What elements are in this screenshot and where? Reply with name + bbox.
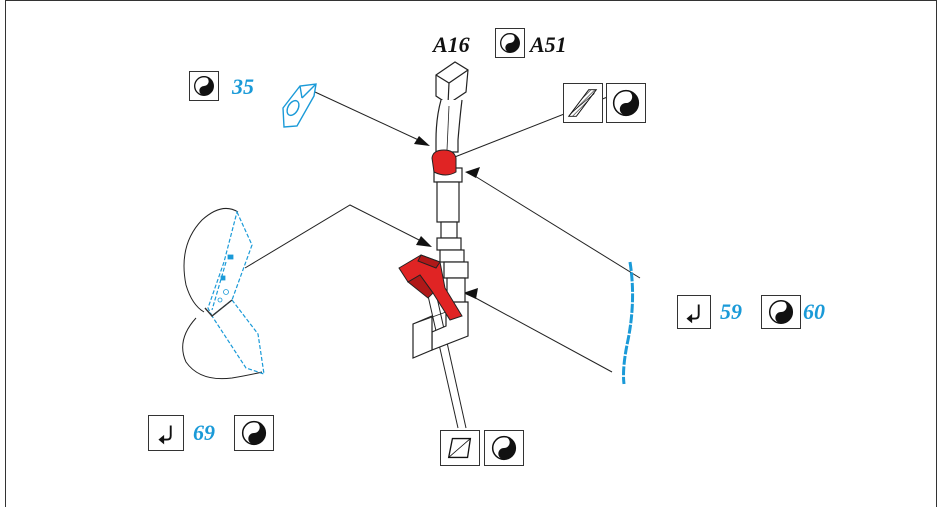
bend-arrow-icon	[677, 295, 711, 329]
leader-line-69	[244, 204, 426, 269]
lower-collar	[443, 261, 469, 279]
arrow-head-60-bottom	[463, 288, 478, 299]
frame-top-border	[5, 0, 937, 1]
leader-line-60-top	[469, 172, 641, 279]
red-collar-part	[431, 149, 457, 176]
leader-line-35	[314, 91, 426, 144]
part-35-outline	[282, 83, 317, 128]
bend-arrow-icon	[148, 415, 184, 451]
leader-line-sand-1	[423, 277, 459, 429]
glue-icon	[606, 83, 646, 123]
part-69-tab-1	[227, 254, 234, 260]
fold-arc-upper	[183, 207, 239, 313]
part-label-35: 35	[232, 74, 254, 99]
part-69-tab-2	[220, 275, 226, 281]
narrow-neck	[440, 221, 458, 239]
frame-right-border	[936, 0, 937, 507]
leader-line-60-bottom	[469, 294, 613, 373]
part-label-60: 60	[803, 299, 825, 324]
part-label-a51: A51	[530, 32, 567, 57]
part-69-lower-leaf	[211, 299, 265, 375]
base-end-face	[412, 315, 433, 359]
glue-icon	[484, 430, 524, 466]
arrow-head-69	[416, 236, 432, 247]
frame-left-border	[5, 0, 6, 507]
arrow-head-60-top	[465, 167, 480, 178]
glue-icon	[761, 295, 801, 329]
glue-icon	[189, 71, 219, 101]
top-block	[435, 61, 469, 105]
part-label-59: 59	[720, 299, 742, 324]
part-label-69: 69	[193, 420, 215, 445]
highlighted-parts	[398, 149, 463, 321]
middle-shaft	[436, 181, 460, 223]
part-69-upper-leaf	[207, 210, 253, 317]
part-69-assembly	[182, 207, 265, 380]
arrow-head-35	[414, 136, 430, 146]
fold-arc-lower	[182, 317, 263, 380]
part-label-a16: A16	[433, 32, 470, 57]
glue-icon	[234, 415, 274, 451]
middle-collar	[436, 237, 462, 251]
arrow-heads	[414, 136, 480, 299]
paint-hatch-icon	[563, 83, 603, 123]
part-60-strip	[622, 261, 635, 385]
glue-icon	[495, 28, 525, 58]
sanding-icon	[440, 430, 480, 466]
